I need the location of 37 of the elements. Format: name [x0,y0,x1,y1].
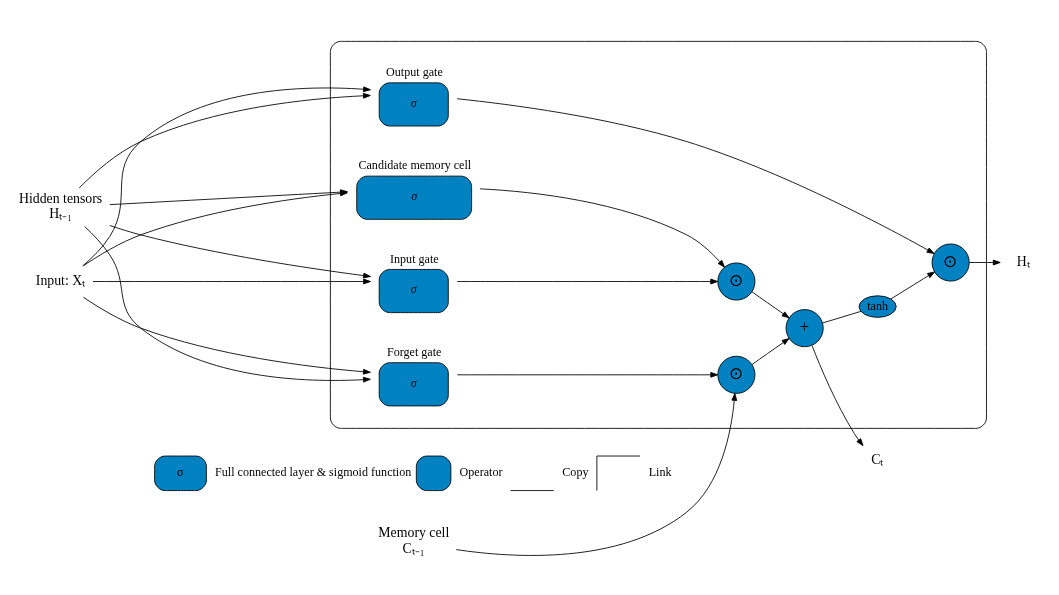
arrow [82,86,371,267]
node-circle: ⊙ [931,243,970,282]
cluster [329,40,987,429]
arrow [751,291,790,319]
legend-label: Operator [459,465,503,480]
arrow [479,188,725,268]
label: σ [177,465,184,480]
arrow [969,259,1001,266]
node-ellipse: tanh [858,295,897,318]
node-circle: ⊙ [717,355,756,394]
legend-label: Copy [562,465,589,480]
node-text: Memory cell Cₜ₋₁ [378,525,450,556]
node-label: Output gate [386,65,443,80]
node-label: Candidate memory cell [358,158,472,173]
arrow [890,271,935,300]
node-label: Forget gate [386,344,442,359]
arrow [456,371,719,378]
legend-label: Full connected layer & sigmoid function [215,465,412,480]
node-circle: ⊙ [717,262,756,301]
node-text: Hₜ [1016,253,1030,269]
arrow [84,226,371,383]
connector [822,310,862,324]
node-text: Cₜ [871,452,884,468]
arrow [811,345,864,447]
arrow [109,225,371,279]
arrow [92,278,371,285]
arrow [456,278,719,285]
node-label: Input gate [389,251,439,266]
node-text: Input: Xₜ [35,272,86,288]
arrow [83,296,371,375]
arrow [455,393,738,556]
arrow [751,338,790,365]
node-circle: + [785,309,824,348]
legend-label: Link [648,465,672,480]
arrow [78,92,371,189]
node-text: Hidden tensors Hₜ₋₁ [18,190,103,222]
arrow [456,98,935,254]
